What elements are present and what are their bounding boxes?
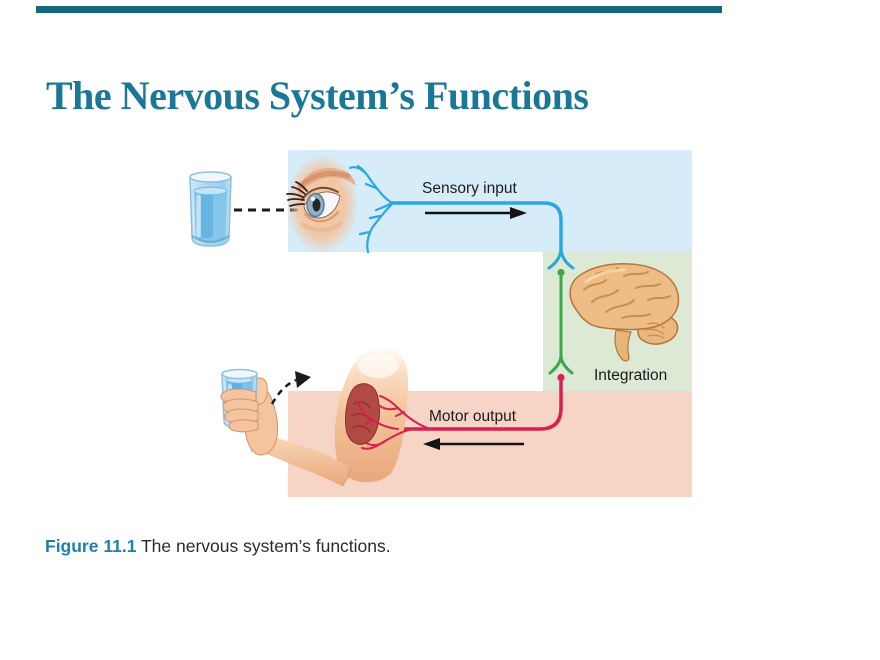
- water-glass-icon: [189, 171, 232, 247]
- motor-pathway-line: [396, 379, 563, 431]
- arm-holding-glass-illustration: [243, 342, 414, 487]
- eye-illustration: [286, 154, 358, 254]
- brain-illustration: [569, 263, 680, 362]
- sensory-axon-terminal: [547, 248, 575, 270]
- sensory-input-label: Sensory input: [422, 180, 517, 197]
- slide-top-accent-bar: [36, 6, 722, 13]
- motor-neuron-dot: [557, 373, 565, 382]
- sensory-direction-arrow: [510, 207, 527, 219]
- motor-output-label: Motor output: [429, 408, 517, 425]
- integration-axon-terminal: [548, 355, 574, 375]
- gripping-fingers: [220, 388, 259, 433]
- sensory-pathway-line: [390, 201, 563, 253]
- integration-neuron-dot: [557, 268, 565, 277]
- motor-nerve-branches: [357, 395, 431, 450]
- motor-direction-arrow: [423, 438, 440, 450]
- figure-caption-text: The nervous system’s functions.: [136, 536, 391, 556]
- figure-caption: Figure 11.1 The nervous system’s functio…: [45, 536, 391, 557]
- figure-caption-number: Figure 11.1: [45, 536, 137, 556]
- integration-label: Integration: [594, 367, 668, 384]
- dashed-motion-arrow: [270, 371, 311, 405]
- sensory-nerve-branches: [348, 164, 394, 254]
- page-title: The Nervous System’s Functions: [46, 73, 589, 118]
